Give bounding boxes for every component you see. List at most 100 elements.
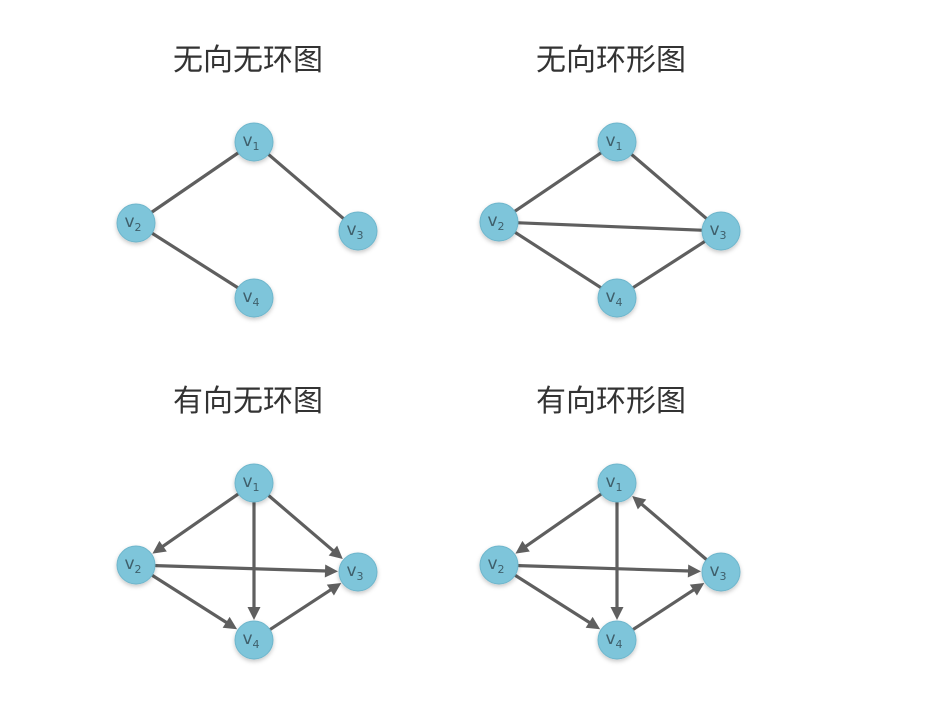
- edge-v2-v3: [514, 221, 706, 232]
- edge-v4-v3: [269, 582, 342, 631]
- edge-v2-v4: [148, 230, 242, 291]
- node-label: v3: [346, 561, 363, 583]
- node-label: v4: [242, 629, 259, 651]
- panel-title: 无向无环图: [173, 43, 323, 78]
- edge-v1-v3: [267, 494, 343, 559]
- node-label-base: v: [709, 220, 719, 240]
- node-label: v2: [124, 212, 141, 234]
- node-circle: [479, 545, 519, 585]
- node-v1: v1: [597, 463, 637, 503]
- node-v4: v4: [597, 620, 637, 660]
- node-label-subscript: 1: [616, 140, 623, 153]
- node-label-subscript: 1: [616, 481, 623, 494]
- edge-line: [638, 501, 708, 561]
- panel-title: 有向环形图: [536, 384, 686, 419]
- node-label-base: v: [709, 561, 719, 581]
- edge-line: [269, 587, 334, 631]
- node-label-base: v: [242, 287, 252, 307]
- node-v2: v2: [116, 545, 156, 585]
- node-label-subscript: 4: [616, 638, 623, 651]
- edge-line: [514, 221, 706, 232]
- node-label: v1: [242, 472, 259, 494]
- node-v2: v2: [479, 202, 519, 242]
- node-label: v4: [242, 287, 259, 309]
- edge-v1-v4: [610, 501, 624, 620]
- node-v3: v3: [701, 211, 741, 251]
- node-v4: v4: [597, 278, 637, 318]
- edge-line: [148, 230, 242, 291]
- arrowhead-icon: [324, 564, 339, 578]
- node-circle: [597, 620, 637, 660]
- edge-line: [628, 151, 710, 222]
- node-circle: [701, 211, 741, 251]
- node-v4: v4: [234, 620, 274, 660]
- edge-v1-v4: [247, 501, 261, 620]
- node-v1: v1: [234, 122, 274, 162]
- node-label-subscript: 1: [253, 140, 260, 153]
- arrowhead-icon: [585, 616, 601, 630]
- node-label-subscript: 4: [253, 638, 260, 651]
- arrowhead-icon: [326, 582, 342, 596]
- edge-v1-v2: [511, 149, 605, 215]
- edge-v2-v3: [154, 564, 339, 578]
- node-label: v3: [346, 220, 363, 242]
- edge-v1-v2: [152, 492, 240, 554]
- edge-line: [511, 229, 605, 291]
- panel-title: 有向无环图: [173, 384, 323, 419]
- node-label-subscript: 4: [253, 296, 260, 309]
- node-label-base: v: [605, 472, 615, 492]
- edge-line: [629, 238, 709, 291]
- edge-group: [514, 492, 708, 631]
- node-label-base: v: [346, 561, 356, 581]
- node-circle: [479, 202, 519, 242]
- node-label-subscript: 1: [253, 481, 260, 494]
- edge-v2-v4: [511, 229, 605, 291]
- node-v2: v2: [116, 203, 156, 243]
- panel-title: 无向环形图: [536, 43, 686, 78]
- edge-line: [514, 574, 593, 625]
- node-circle: [597, 122, 637, 162]
- node-label-base: v: [124, 212, 134, 232]
- node-circle: [234, 620, 274, 660]
- node-label-subscript: 2: [498, 563, 505, 576]
- node-label-subscript: 3: [720, 570, 727, 583]
- node-circle: [234, 122, 274, 162]
- node-v2: v2: [479, 545, 519, 585]
- node-label: v1: [605, 131, 622, 153]
- node-circle: [234, 463, 274, 503]
- node-circle: [116, 203, 156, 243]
- edge-v1-v2: [515, 492, 603, 554]
- edge-line: [267, 494, 337, 554]
- edge-v2-v3: [517, 564, 702, 578]
- node-label: v1: [242, 131, 259, 153]
- node-v1: v1: [597, 122, 637, 162]
- node-label-subscript: 3: [357, 229, 364, 242]
- node-label: v4: [605, 287, 622, 309]
- node-label-subscript: 2: [498, 220, 505, 233]
- node-label-base: v: [605, 131, 615, 151]
- edge-v1-v3: [628, 151, 710, 222]
- node-label-base: v: [242, 472, 252, 492]
- arrowhead-icon: [687, 564, 702, 578]
- node-label-base: v: [124, 554, 134, 574]
- edge-group: [511, 149, 710, 291]
- node-label-base: v: [487, 211, 497, 231]
- node-label: v2: [487, 211, 504, 233]
- edge-v3-v1: [632, 496, 708, 561]
- node-label-subscript: 2: [135, 563, 142, 576]
- node-label: v3: [709, 561, 726, 583]
- node-v4: v4: [234, 278, 274, 318]
- edge-line: [522, 492, 603, 549]
- node-label: v2: [487, 554, 504, 576]
- node-label: v4: [605, 629, 622, 651]
- node-circle: [338, 211, 378, 251]
- edge-line: [511, 149, 605, 215]
- edge-line: [265, 151, 347, 222]
